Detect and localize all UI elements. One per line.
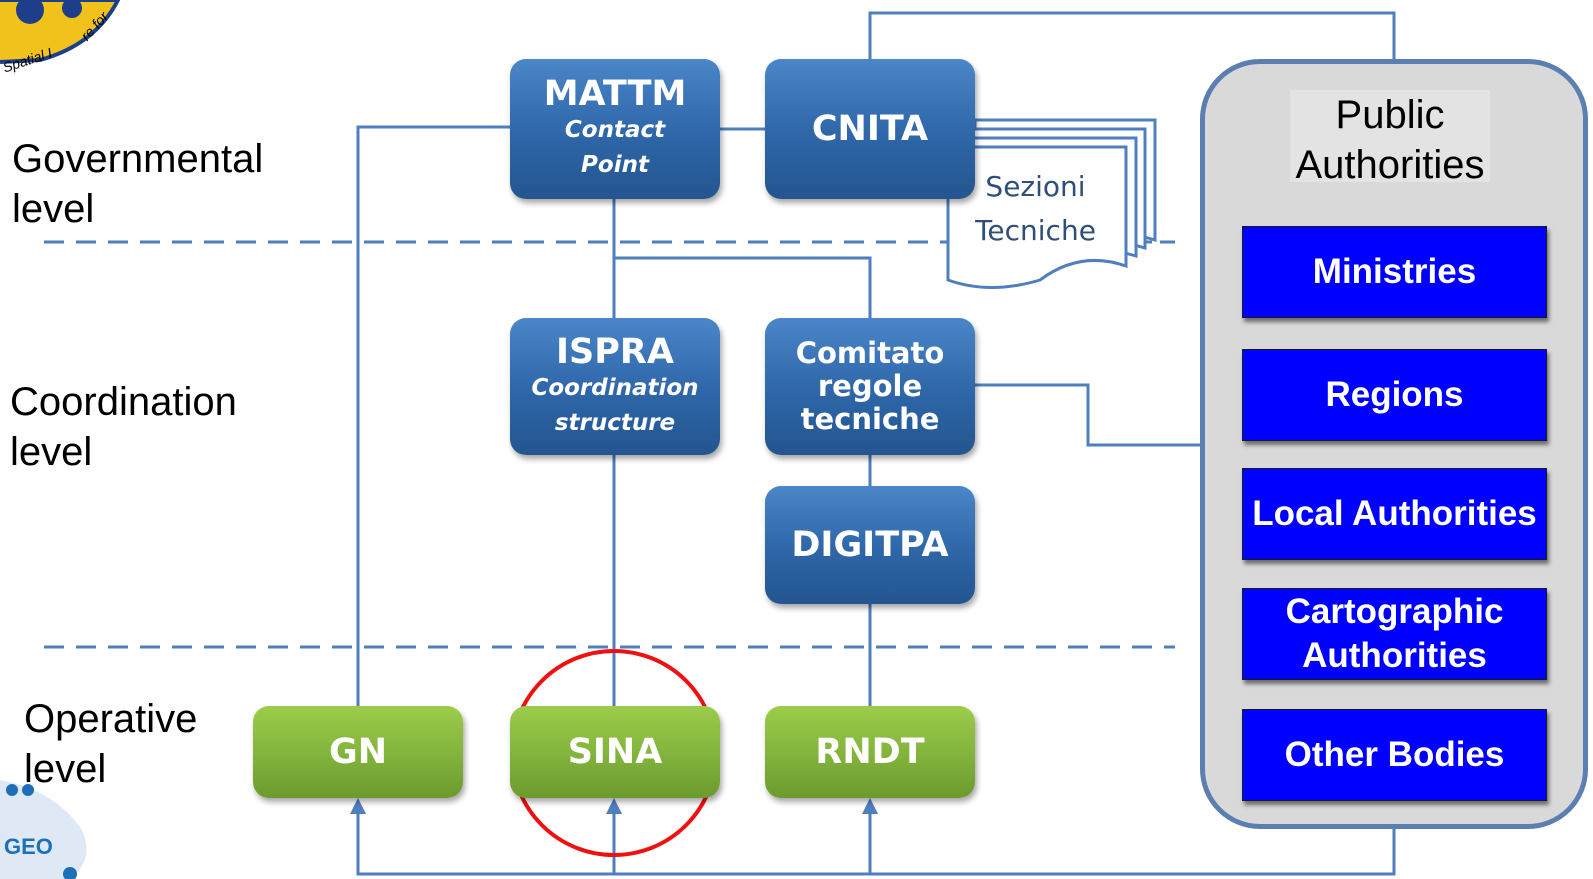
cnita-title: CNITA: [811, 109, 929, 149]
gn-title: GN: [328, 732, 388, 772]
comitato-title: Comitato regole tecniche: [795, 336, 945, 436]
mattm-comitato-link: [614, 256, 872, 318]
arrow-sina: [606, 798, 622, 814]
governmental-level-label: Governmental level: [12, 137, 264, 231]
comitato-pa-link: [975, 383, 1200, 447]
mattm-title: MATTM: [543, 74, 687, 114]
ispra-node: ISPRA Coordination structure: [510, 318, 720, 455]
pa-operative-bus: [356, 808, 1396, 876]
geo-logo: [0, 780, 87, 879]
sina-node: SINA: [510, 706, 720, 798]
sezioni-tecniche-doc-stack: [946, 118, 1157, 289]
digitpa-title: DIGITPA: [791, 525, 949, 565]
authority-local: Local Authorities: [1242, 468, 1547, 560]
cnita-node: CNITA: [765, 59, 975, 199]
cnita-pa-link: [868, 11, 1396, 60]
authority-regions: Regions: [1242, 349, 1547, 441]
rndt-node: RNDT: [765, 706, 975, 798]
authority-ministries: Ministries: [1242, 226, 1547, 318]
mattm-node: MATTM Contact Point: [510, 59, 720, 199]
arrow-rndt: [862, 798, 878, 814]
arrow-gn: [350, 798, 366, 814]
gn-node: GN: [253, 706, 463, 798]
sina-title: SINA: [567, 732, 663, 772]
mattm-gn-link: [356, 125, 510, 706]
geo-logo-text: GEO: [4, 834, 53, 859]
comitato-node: Comitato regole tecniche: [765, 318, 975, 455]
digitpa-node: DIGITPA: [765, 486, 975, 604]
ispra-subtitle: Coordination structure: [531, 374, 699, 436]
ispra-title: ISPRA: [556, 331, 674, 372]
sezioni-tecniche-label: Sezioni Tecniche: [975, 170, 1096, 247]
coordination-level-label: Coordination level: [10, 380, 237, 474]
inspire-seal-logo: [0, 0, 121, 64]
authority-cartographic: Cartographic Authorities: [1242, 588, 1547, 680]
authority-other-bodies: Other Bodies: [1242, 709, 1547, 801]
operative-level-label: Operative level: [24, 697, 198, 791]
mattm-subtitle: Contact Point: [564, 117, 666, 178]
public-authorities-panel: [1200, 59, 1588, 829]
public-authorities-title: Public Authorities: [1290, 90, 1490, 187]
rndt-title: RNDT: [815, 732, 925, 772]
